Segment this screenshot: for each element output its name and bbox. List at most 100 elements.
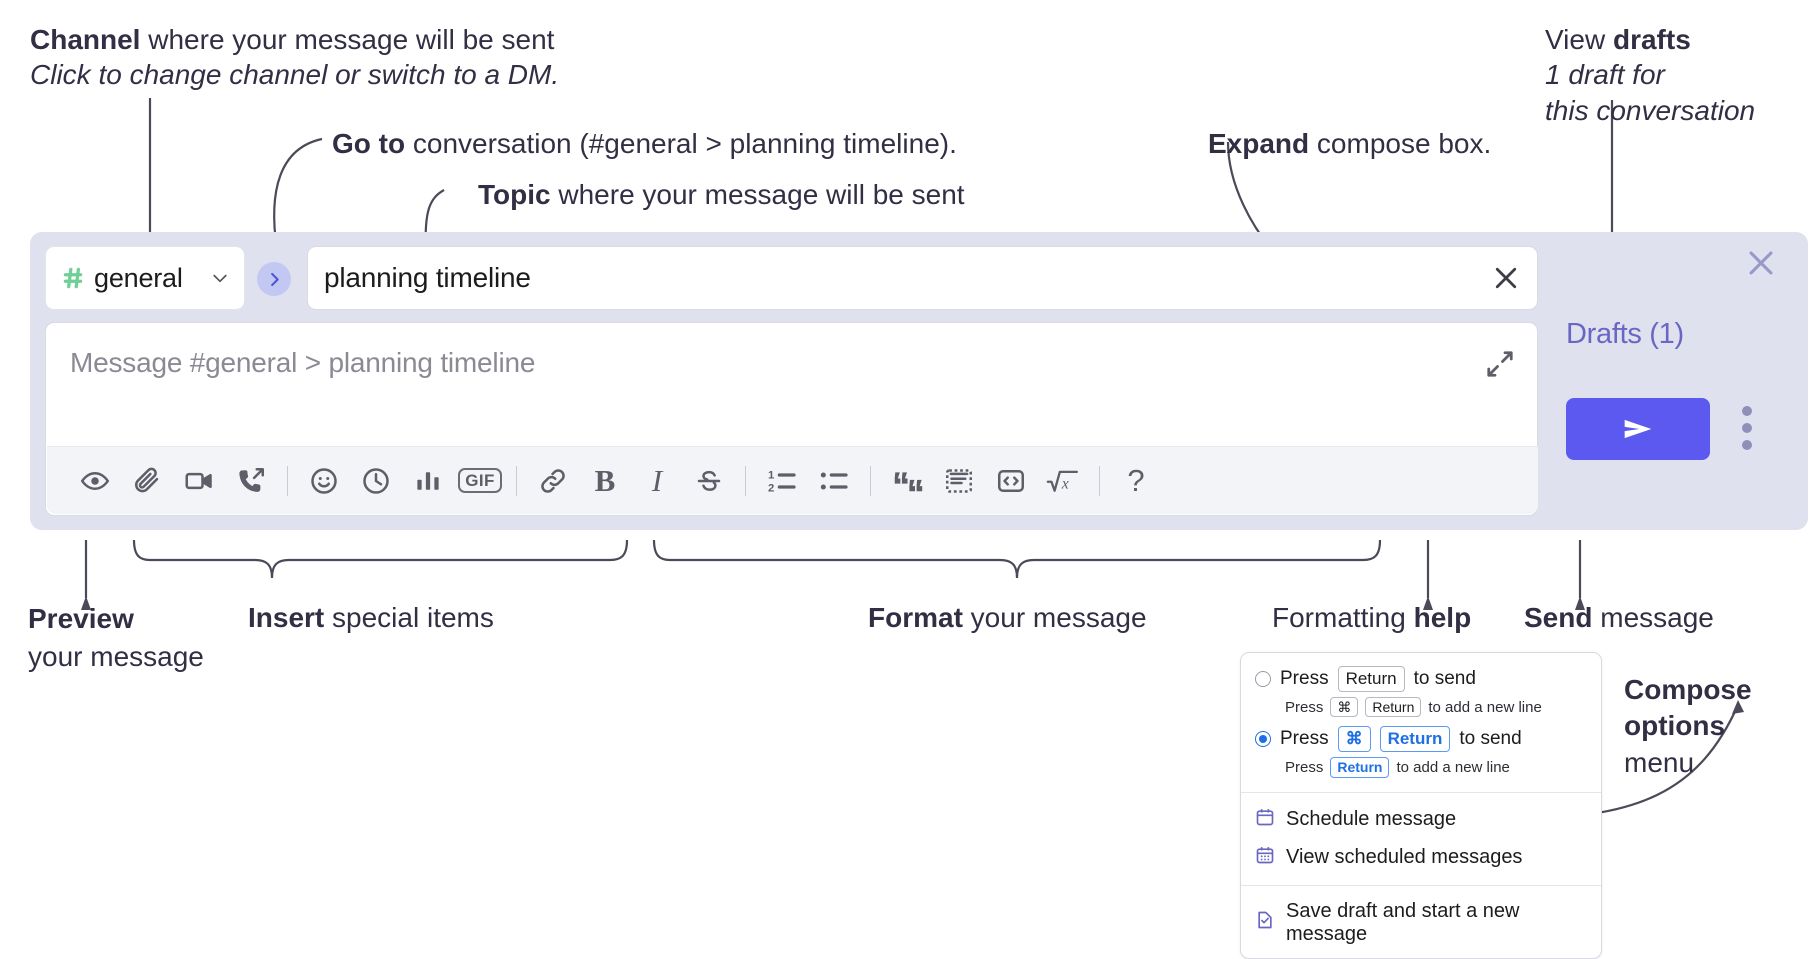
video-icon[interactable] (173, 459, 225, 503)
bulleted-list-icon[interactable] (808, 459, 860, 503)
annotation-send-bold: Send (1524, 602, 1593, 633)
option1-sub-tail: to add a new line (1428, 698, 1542, 716)
document-check-icon (1255, 910, 1275, 936)
compose-inner: general planning timeline Message #gener… (45, 246, 1538, 516)
toolbar-divider (870, 465, 871, 496)
menu-item-label: Save draft and start a new message (1286, 899, 1520, 945)
option2-tail: to send (1459, 728, 1522, 750)
italic-icon[interactable]: I (631, 459, 683, 503)
menu-option-cmd-return-to-send[interactable]: Press ⌘ Return to send (1241, 723, 1601, 755)
hash-icon (60, 265, 86, 291)
svg-text:1: 1 (768, 469, 774, 481)
emoji-icon[interactable] (298, 459, 350, 503)
annotation-compose-options: Compose options menu (1624, 672, 1752, 781)
close-compose-icon[interactable] (1744, 246, 1778, 280)
link-icon[interactable] (527, 459, 579, 503)
eye-icon[interactable] (69, 459, 121, 503)
annotation-topic-bold: Topic (478, 179, 551, 210)
strikethrough-icon[interactable] (683, 459, 735, 503)
menu-item-schedule-message[interactable]: Schedule message (1241, 801, 1601, 839)
message-placeholder: Message #general > planning timeline (70, 347, 536, 378)
gif-icon[interactable]: GIF (454, 459, 506, 503)
annotation-compose-options-bold1: Compose (1624, 674, 1752, 705)
option1-tail: to send (1413, 668, 1476, 690)
annotation-expand: Expand compose box. (1208, 126, 1491, 161)
message-input-box[interactable]: Message #general > planning timeline (45, 322, 1538, 516)
help-icon[interactable]: ? (1110, 459, 1162, 503)
annotation-goto-bold: Go to (332, 128, 406, 159)
compose-header-row: general planning timeline (45, 246, 1538, 314)
annotation-format-bold: Format (868, 602, 963, 633)
annotation-send: Send message (1524, 600, 1714, 635)
annotation-channel: Channel where your message will be sent … (30, 22, 559, 93)
menu-item-label: View scheduled messages (1286, 846, 1523, 869)
annotation-topic: Topic where your message will be sent (478, 177, 965, 212)
menu-item-save-draft[interactable]: Save draft and start a new message (1241, 894, 1601, 952)
toolbar-divider (1099, 465, 1100, 496)
svg-text:2: 2 (768, 482, 774, 494)
math-icon[interactable]: x (1037, 459, 1089, 503)
annotation-insert: Insert special items (248, 600, 494, 635)
help-label: ? (1127, 462, 1145, 498)
annotation-drafts-lead: View (1545, 24, 1613, 55)
annotation-channel-rest: where your message will be sent (140, 24, 555, 55)
annotation-preview-bold: Preview (28, 603, 134, 634)
topic-input[interactable]: planning timeline (307, 246, 1538, 310)
compose-options-button[interactable] (1742, 406, 1752, 457)
code-icon[interactable] (985, 459, 1037, 503)
annotation-drafts-italic2: this conversation (1545, 94, 1756, 126)
close-icon[interactable] (1491, 263, 1521, 293)
code-block-icon[interactable] (933, 459, 985, 503)
toolbar-divider (745, 465, 746, 496)
option2-sub-lead: Press (1285, 758, 1324, 776)
drafts-link[interactable]: Drafts (1) (1566, 318, 1684, 350)
menu-option-cmd-return-sub: Press Return to add a new line (1241, 755, 1601, 783)
menu-divider (1241, 791, 1601, 793)
bold-icon[interactable]: B (579, 459, 631, 503)
send-button[interactable] (1566, 398, 1710, 460)
poll-icon[interactable] (402, 459, 454, 503)
compose-right-column: Drafts (1) (1554, 246, 1814, 516)
blockquote-icon[interactable] (881, 459, 933, 503)
option2-sub-tail: to add a new line (1396, 758, 1510, 776)
menu-divider (1241, 884, 1601, 886)
annotation-channel-italic: Click to change channel or switch to a D… (30, 59, 560, 91)
annotation-format-rest: your message (962, 602, 1147, 633)
paperclip-icon[interactable] (121, 459, 173, 503)
radio-icon-selected[interactable] (1255, 731, 1271, 748)
key-return: Return (1365, 697, 1422, 718)
option1-lead: Press (1280, 668, 1329, 690)
calendar-icon (1255, 807, 1275, 833)
italic-label: I (651, 462, 663, 498)
menu-item-label: Schedule message (1286, 808, 1457, 831)
annotation-goto: Go to conversation (#general > planning … (332, 126, 957, 161)
option2-lead: Press (1280, 728, 1329, 750)
annotation-preview-rest: your message (28, 640, 204, 672)
key-return: Return (1330, 757, 1390, 778)
menu-option-return-to-send[interactable]: Press Return to send (1241, 663, 1601, 695)
annotation-topic-rest: where your message will be sent (550, 179, 965, 210)
goto-conversation-button[interactable] (257, 262, 291, 296)
annotation-send-rest: message (1592, 602, 1714, 633)
toolbar-divider (516, 465, 517, 496)
annotation-drafts: View drafts 1 draft for this conversatio… (1545, 22, 1755, 128)
clock-icon[interactable] (350, 459, 402, 503)
key-command: ⌘ (1337, 726, 1371, 753)
annotation-help-bold: help (1413, 602, 1472, 633)
radio-icon[interactable] (1255, 671, 1271, 688)
send-icon (1624, 419, 1652, 439)
annotation-goto-rest: conversation (#general > planning timeli… (405, 128, 957, 159)
option1-sub-lead: Press (1285, 698, 1324, 716)
channel-picker[interactable]: general (45, 246, 245, 310)
compose-options-menu: Press Return to send Press ⌘ Return to a… (1240, 652, 1602, 959)
key-return: Return (1379, 726, 1451, 753)
call-forward-icon[interactable] (225, 459, 277, 503)
expand-icon[interactable] (1485, 349, 1515, 379)
bold-label: B (594, 462, 616, 498)
menu-item-view-scheduled-messages[interactable]: View scheduled messages (1241, 839, 1601, 877)
chevron-down-icon (210, 268, 230, 288)
calendar-grid-icon (1255, 845, 1275, 871)
annotation-drafts-italic1: 1 draft for (1545, 59, 1665, 91)
